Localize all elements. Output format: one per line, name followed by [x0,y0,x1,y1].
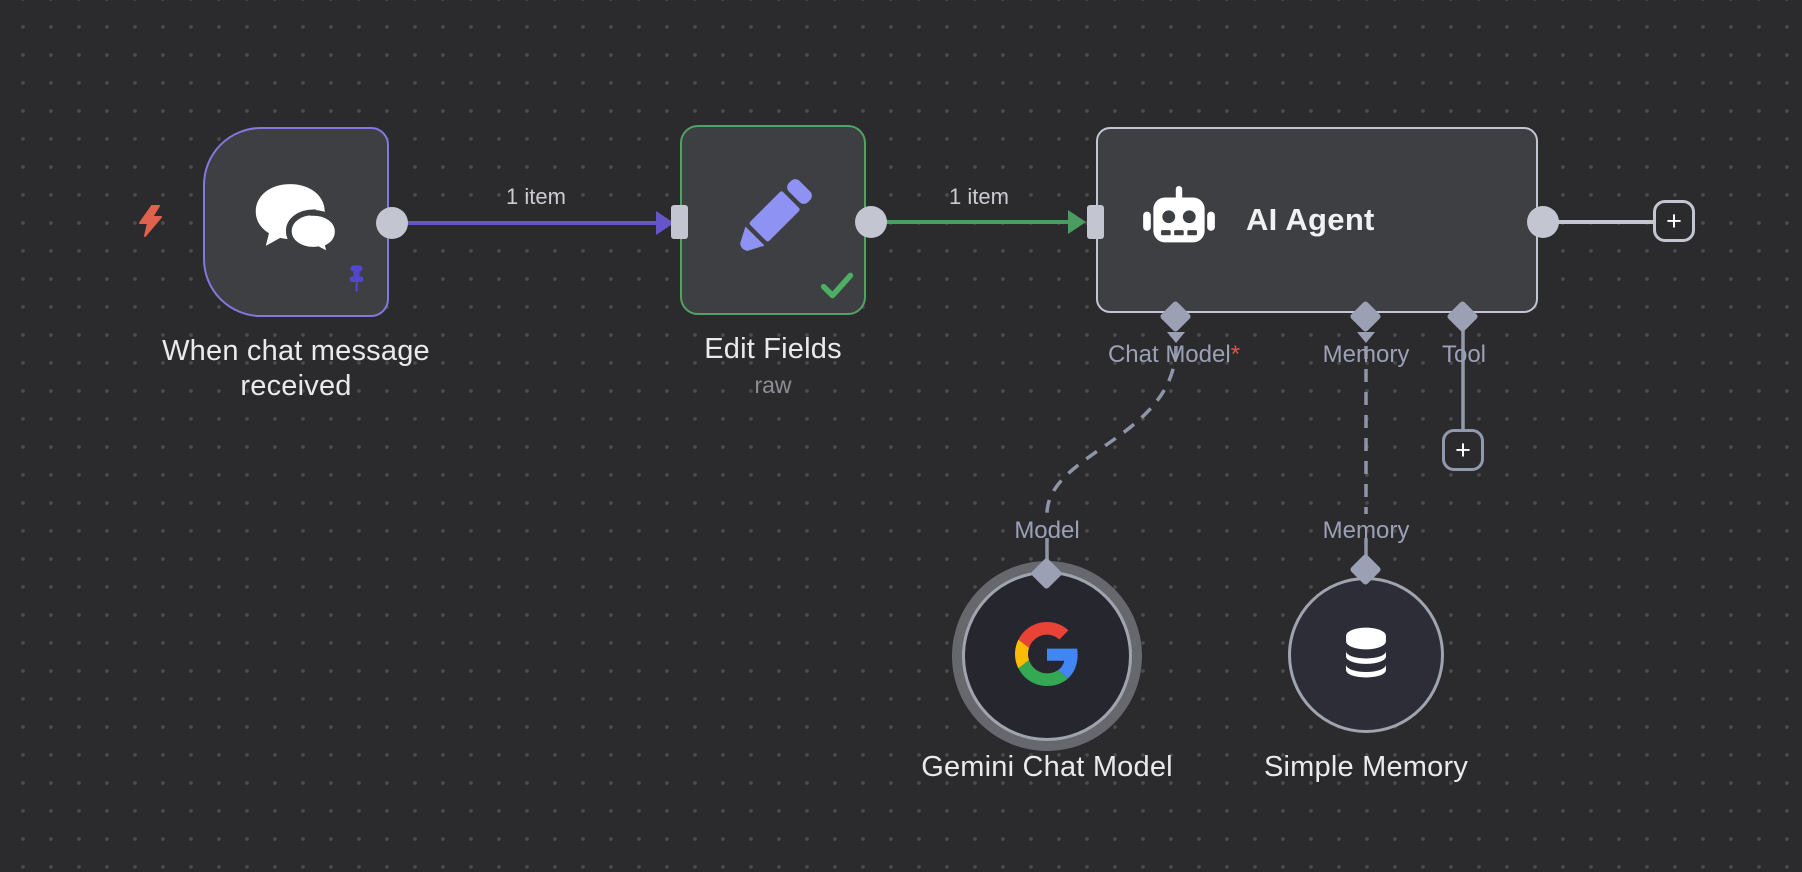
chat-bubbles-icon [250,181,342,264]
edge-trigger-arrowhead-icon [656,211,674,235]
trigger-node-label: When chat message received [162,335,430,402]
edit-fields-output-handle[interactable] [855,206,887,238]
tool-port-label: Tool [1441,341,1487,368]
simplememory-port-label: Memory [1322,517,1410,544]
edit-fields-mode-label: raw [754,372,792,398]
success-check-icon [820,271,854,305]
node-gemini-chat-model[interactable] [952,561,1142,751]
ai-agent-title: AI Agent [1246,202,1375,237]
plus-icon: + [1455,434,1471,465]
database-icon [1337,624,1395,687]
node-simple-memory[interactable] [1288,577,1444,733]
node-ai-agent[interactable]: AI Agent [1096,127,1538,313]
gemini-node-label: Gemini Chat Model [921,751,1173,783]
google-icon [1015,621,1079,691]
edit-fields-input-handle[interactable] [671,205,688,239]
ai-agent-input-handle[interactable] [1087,205,1104,239]
node-edit-fields[interactable] [680,125,866,315]
add-tool-button[interactable]: + [1442,429,1484,471]
add-next-node-button[interactable]: + [1653,200,1695,242]
node-when-chat-message-received[interactable] [203,127,389,317]
required-asterisk: * [1230,341,1241,368]
gemini-node-body[interactable] [962,571,1132,741]
memory-port-arrow-icon [1357,332,1375,343]
chat-model-port-label: Chat Model* [1107,341,1241,368]
gemini-model-port-label: Model [1014,517,1080,544]
edit-fields-node-label: Edit Fields [704,333,842,365]
edge-chatmodel-to-gemini[interactable] [1045,345,1178,515]
memory-port-label: Memory [1322,341,1410,368]
trigger-output-handle[interactable] [376,207,408,239]
trigger-lightning-icon [136,204,164,243]
pencil-icon [725,170,821,271]
pin-icon [346,264,367,298]
simplememory-node-label: Simple Memory [1263,751,1469,783]
edge-items-count-2: 1 item [949,184,1009,209]
edge-items-count-1: 1 item [506,184,566,209]
plus-icon: + [1666,205,1682,236]
robot-icon [1138,177,1220,264]
edge-agent-arrowhead-icon [1068,210,1086,234]
ai-agent-output-handle[interactable] [1527,206,1559,238]
chat-model-port-arrow-icon [1167,332,1185,343]
